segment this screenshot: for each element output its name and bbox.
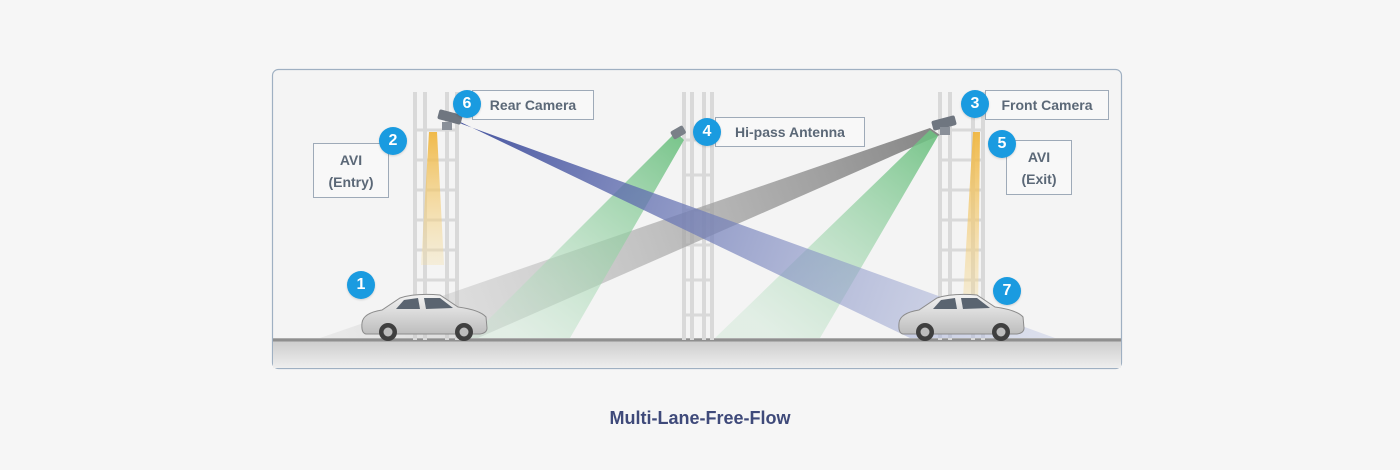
car-7 — [898, 293, 1025, 341]
front-camera-label: Front Camera — [985, 90, 1109, 120]
antenna-beam-right — [715, 130, 938, 338]
avi-entry-label-line1: AVI — [339, 151, 363, 168]
avi-exit-label: AVI (Exit) — [1006, 140, 1072, 195]
front-camera-label-text: Front Camera — [1001, 97, 1093, 113]
avi-exit-label-line1: AVI — [1027, 148, 1051, 165]
avi-exit-beam — [962, 132, 980, 315]
hipass-antenna-device — [670, 125, 686, 140]
marker-3: 3 — [961, 90, 989, 118]
rear-camera-device — [437, 109, 463, 130]
hipass-antenna-label-text: Hi-pass Antenna — [735, 124, 845, 140]
diagram-caption: Multi-Lane-Free-Flow — [609, 408, 791, 428]
antenna-beam-left — [470, 132, 684, 338]
marker-6: 6 — [453, 90, 481, 118]
marker-4: 4 — [693, 118, 721, 146]
rear-camera-label-text: Rear Camera — [489, 97, 577, 113]
front-camera-device — [931, 115, 957, 135]
avi-entry-beam — [421, 132, 444, 265]
rear-camera-label: Rear Camera — [472, 90, 594, 120]
marker-7: 7 — [993, 277, 1021, 305]
car-1 — [361, 293, 488, 341]
hipass-antenna-label: Hi-pass Antenna — [715, 117, 865, 147]
road-surface — [273, 338, 1121, 368]
avi-entry-label-line2: (Entry) — [328, 173, 374, 190]
marker-1: 1 — [347, 271, 375, 299]
avi-entry-label: AVI (Entry) — [313, 143, 389, 198]
avi-exit-label-line2: (Exit) — [1021, 170, 1057, 187]
marker-2: 2 — [379, 127, 407, 155]
marker-5: 5 — [988, 130, 1016, 158]
